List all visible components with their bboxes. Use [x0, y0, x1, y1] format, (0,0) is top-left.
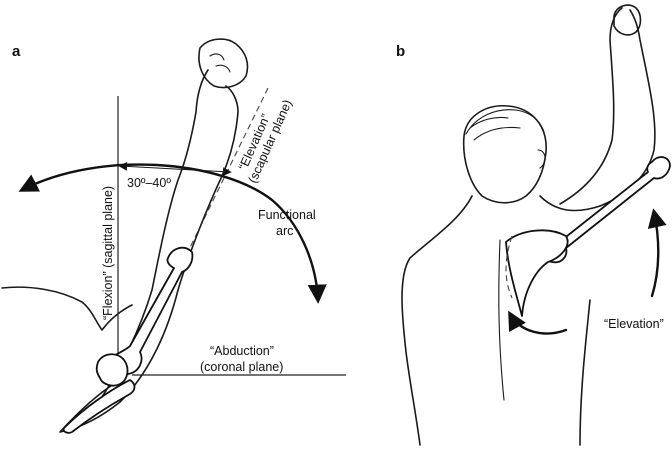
- panel-b-letter: b: [396, 43, 405, 60]
- arm-outline-back: [119, 85, 239, 403]
- scapula-bone-b: [505, 229, 569, 317]
- elevation-label-b: “Elevation”: [604, 317, 664, 331]
- clavicle-bone: [62, 379, 136, 434]
- abduction-label: “Abduction”: [210, 344, 274, 358]
- panel-a: a 30º–40º “Elevation” (scapular plane): [1, 38, 346, 434]
- angle-bracket: [118, 161, 232, 177]
- panel-a-letter: a: [12, 43, 21, 60]
- fist-icon: [198, 38, 249, 89]
- functional-label: Functional: [258, 208, 316, 222]
- head-outline: [462, 105, 547, 204]
- ear-detail: [537, 149, 546, 169]
- back-outline-right: [539, 195, 601, 446]
- flexion-label: “Flexion” (sagittal plane): [101, 186, 115, 320]
- panel-b: b “Elevation”: [396, 4, 671, 446]
- raised-arm-outline: [559, 7, 623, 205]
- back-outline: [401, 195, 473, 446]
- hair-detail: [465, 109, 545, 141]
- arm-outline: [99, 69, 209, 401]
- raised-fist-icon: [613, 4, 642, 36]
- resting-scapula-outline: [505, 235, 513, 299]
- elevation-arrow: [508, 310, 568, 335]
- humerus-bone: [111, 246, 194, 375]
- coronal-plane-label: (coronal plane): [200, 360, 283, 374]
- fist-detail: [209, 53, 231, 73]
- spine-line: [498, 239, 505, 401]
- elevation-arrow-upper: [647, 208, 667, 298]
- angle-label: 30º–40º: [127, 176, 171, 190]
- scapula-bone: [95, 353, 129, 387]
- functional-arc: [18, 163, 327, 304]
- functional-arc-label: arc: [276, 224, 293, 238]
- humerus-bone-b: [541, 156, 671, 264]
- elevation-label-group: “Elevation” (scapular plane): [236, 98, 295, 186]
